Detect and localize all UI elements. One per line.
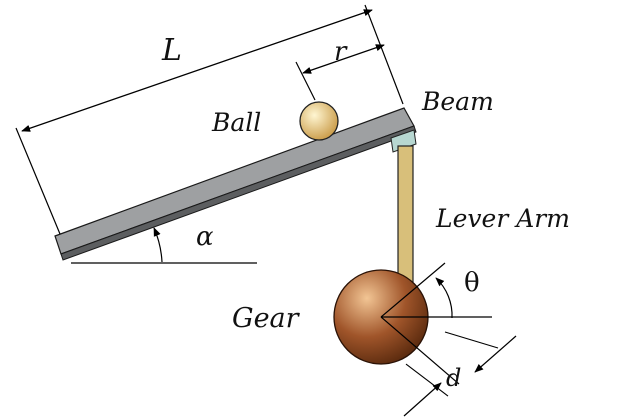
ball-position-label: r — [334, 37, 348, 67]
ball-label: Ball — [211, 108, 261, 137]
ball-position-dimension — [295, 44, 385, 101]
beam-angle-label: α — [196, 222, 214, 252]
beam-angle-indicator — [71, 227, 257, 264]
beam-side-face — [60, 125, 417, 261]
beam-angle-arc — [153, 227, 163, 263]
ball — [299, 101, 339, 141]
lever-arm-label: Lever Arm — [435, 204, 570, 233]
ball-position-arrow — [302, 44, 385, 74]
beam-label: Beam — [421, 87, 494, 116]
length-label: L — [161, 33, 182, 68]
beam — [54, 107, 417, 261]
gear-label: Gear — [232, 303, 301, 334]
gear-angle-indicator — [380, 262, 492, 385]
offset-arrow-upper — [474, 335, 517, 373]
lever-arm — [397, 145, 414, 294]
length-arrow — [21, 9, 373, 132]
gear-angle-label: θ — [464, 268, 480, 298]
offset-dimension — [403, 331, 517, 417]
offset-label: d — [446, 364, 461, 392]
offset-arrow-lower — [403, 382, 442, 417]
gear-angle-arc — [435, 277, 453, 319]
pivot-block — [390, 129, 417, 153]
